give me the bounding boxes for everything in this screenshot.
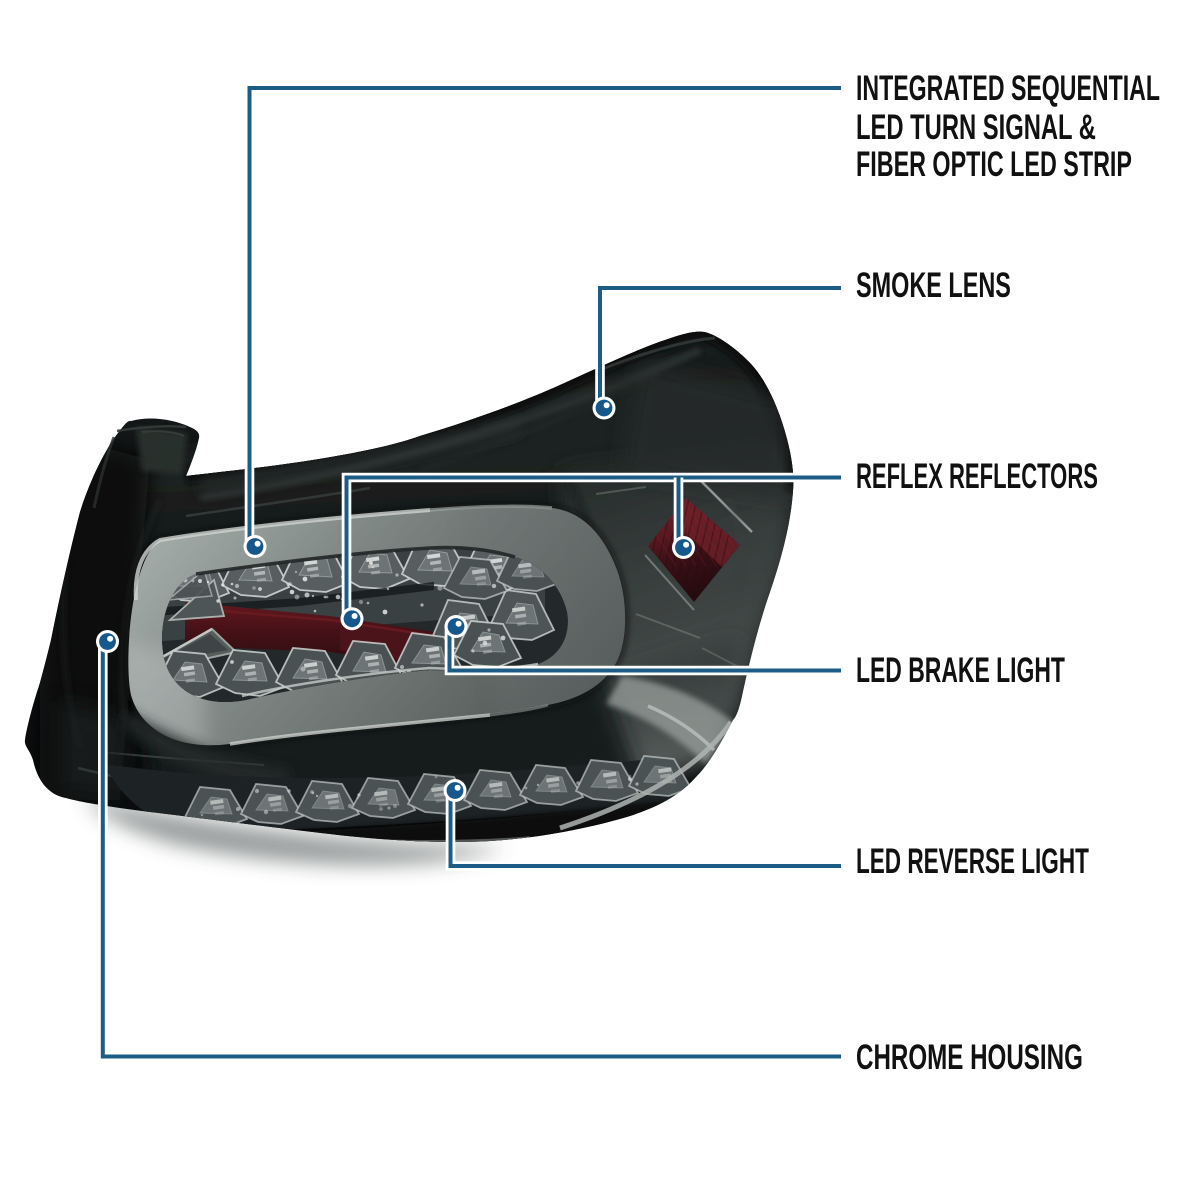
svg-text:LED REVERSE LIGHT: LED REVERSE LIGHT (856, 842, 1089, 881)
svg-text:REFLEX REFLECTORS: REFLEX REFLECTORS (856, 458, 1098, 496)
svg-text:SMOKE LENS: SMOKE LENS (856, 266, 1011, 305)
svg-text:INTEGRATED SEQUENTIAL: INTEGRATED SEQUENTIAL (856, 69, 1160, 108)
svg-text:LED TURN SIGNAL &: LED TURN SIGNAL & (856, 109, 1096, 148)
svg-text:LED BRAKE LIGHT: LED BRAKE LIGHT (856, 651, 1065, 690)
svg-text:CHROME HOUSING: CHROME HOUSING (856, 1039, 1083, 1077)
svg-text:FIBER OPTIC LED STRIP: FIBER OPTIC LED STRIP (856, 145, 1132, 184)
